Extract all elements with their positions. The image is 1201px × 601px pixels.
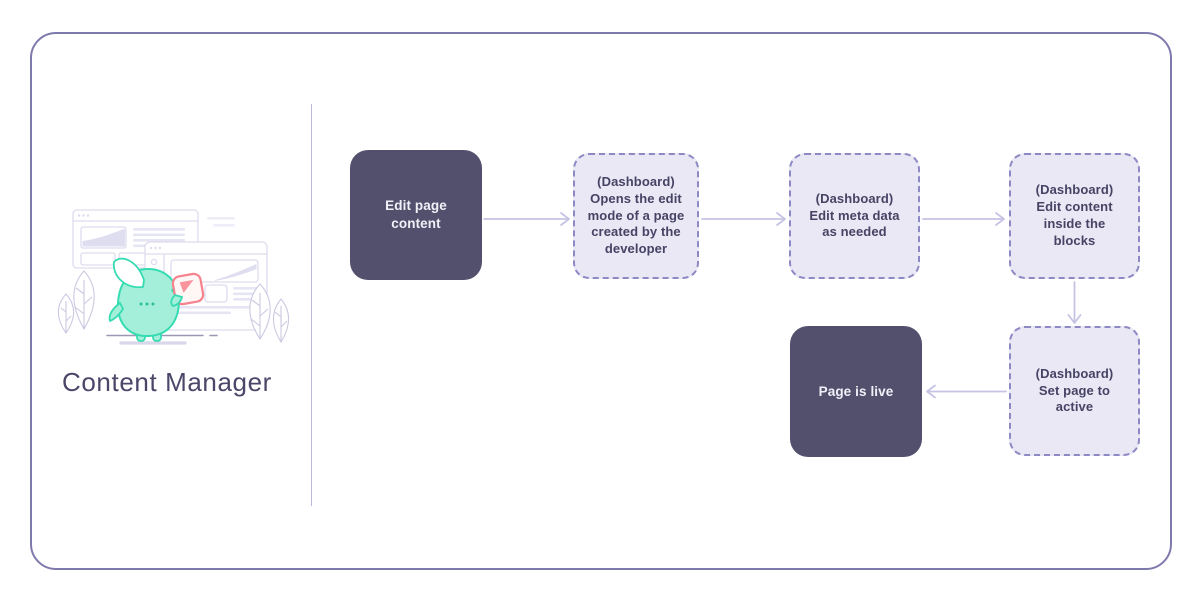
panel-title: Content Manager (62, 367, 272, 397)
flow-node-open-edit-mode: (Dashboard) Opens the edit mode of a pag… (573, 153, 699, 279)
arrow-meta-to-content (922, 212, 1005, 226)
flow-node-edit-page-content: Edit page content (350, 150, 482, 280)
plant-leaves-right (249, 283, 290, 344)
arrow-active-to-live (926, 384, 1007, 399)
mascot-hand (170, 293, 184, 307)
content-manager-illustration (57, 209, 290, 345)
flow-node-page-is-live: Page is live (790, 326, 922, 457)
vertical-divider (311, 104, 312, 506)
mascot-character (108, 257, 205, 342)
flow-node-set-page-active: (Dashboard) Set page to active (1009, 326, 1140, 456)
mascot-face-dots (139, 302, 155, 306)
plant-leaves-left (57, 270, 95, 334)
ground-lines (106, 334, 218, 345)
background-lines (207, 217, 235, 227)
arrow-content-to-active (1067, 281, 1082, 324)
flow-node-edit-content-blocks: (Dashboard) Edit content inside the bloc… (1009, 153, 1140, 279)
diagram-card-frame: Content Manager Edit page content (Dashb… (30, 32, 1172, 570)
arrow-edit-to-open (483, 212, 570, 226)
arrow-open-to-meta (701, 212, 786, 226)
head-leaf (113, 257, 145, 288)
flow-node-edit-meta-data: (Dashboard) Edit meta data as needed (789, 153, 920, 279)
